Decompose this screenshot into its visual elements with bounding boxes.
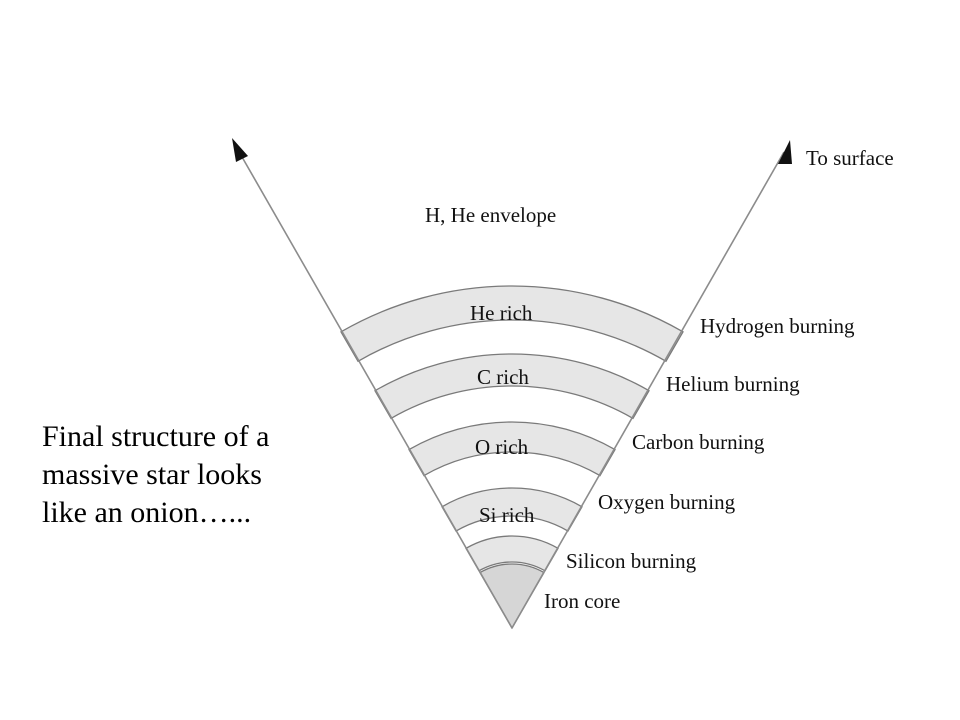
- shell-helium-burning: [374, 353, 650, 420]
- shell-hydrogen-burning: [340, 285, 684, 363]
- iron-core-region: [479, 563, 545, 630]
- zone-label-o-rich: O rich: [475, 435, 529, 459]
- surface-label: To surface: [806, 146, 894, 170]
- core-label: Iron core: [544, 589, 620, 613]
- caption-line-2: massive star looks: [42, 458, 262, 491]
- caption-text: Final structure of a massive star looks …: [42, 418, 342, 532]
- zone-label-c-rich: C rich: [477, 365, 529, 389]
- shell-layers: [340, 285, 684, 630]
- boundary-label-hydrogen-burning: Hydrogen burning: [700, 314, 855, 338]
- caption-line-1: Final structure of a: [42, 420, 270, 453]
- boundary-label-oxygen-burning: Oxygen burning: [598, 490, 736, 514]
- left-arrowhead-icon: [232, 138, 248, 162]
- zone-label-si-rich: Si rich: [479, 503, 535, 527]
- right-arrowhead-icon: [778, 140, 792, 164]
- boundary-label-carbon-burning: Carbon burning: [632, 430, 765, 454]
- shell-carbon-burning: [408, 421, 616, 477]
- zone-label-he-rich: He rich: [470, 301, 533, 325]
- boundary-label-helium-burning: Helium burning: [666, 372, 800, 396]
- caption-line-3: like an onion…...: [42, 496, 252, 529]
- envelope-label: H, He envelope: [425, 203, 556, 227]
- boundary-label-silicon-burning: Silicon burning: [566, 549, 697, 573]
- right-radius-line: [511, 151, 785, 629]
- left-radius-line: [237, 149, 513, 629]
